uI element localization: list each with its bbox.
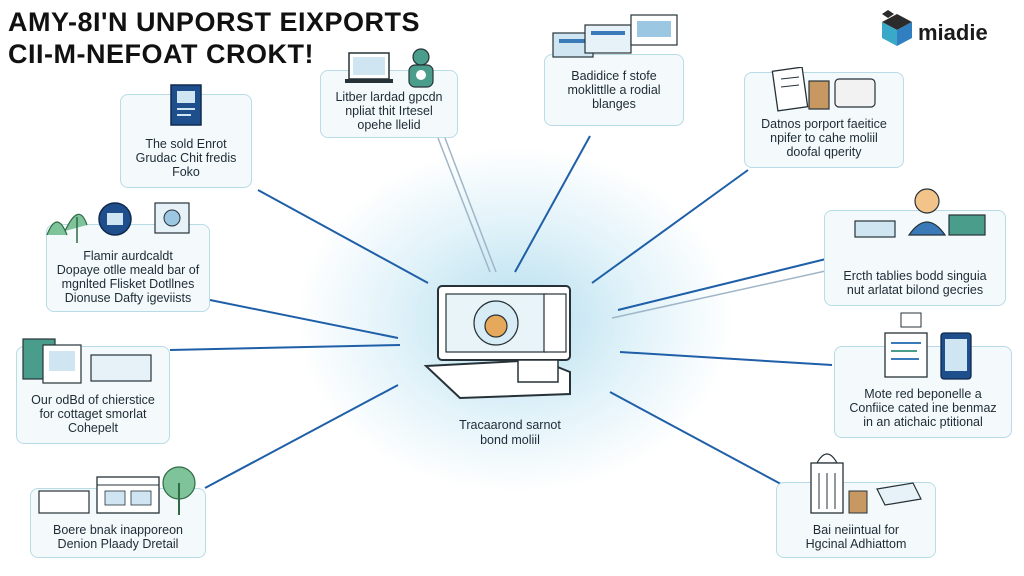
node-label-line: Cohepelt (67, 421, 119, 435)
connector-n2-a (437, 137, 491, 273)
laptop-robot-icon (345, 48, 434, 88)
connector-n3 (514, 135, 591, 273)
node-box: Our odBd of chierstice for cottaget smor… (16, 338, 170, 444)
brand-logo: miadie (878, 8, 1018, 52)
plant-gear-icon (46, 202, 190, 243)
connector-n5 (209, 299, 399, 339)
node-label-line: Dopaye otlle meald bar of (56, 263, 200, 277)
connector-n2-b (444, 137, 497, 273)
node-box: Mote red beponelle a Confiice cated ine … (834, 312, 1012, 438)
logo-cube-icon (882, 10, 912, 46)
node-label-line: npifer to cahe moliil (770, 131, 878, 145)
node-label-line: Ercth tablies bodd singuia (843, 269, 987, 283)
connector-n7 (169, 344, 401, 351)
building-tree-icon (38, 466, 196, 515)
node-label-line: Badidice f stofe (571, 69, 657, 83)
node-box: Badidice f stofe moklittlle a rodial bla… (544, 14, 684, 126)
center-caption-line: bond moliil (480, 433, 540, 447)
node-box: Datnos porport faeitice npifer to cahe m… (744, 67, 904, 168)
node-label-line: nut arlatat bilond gecries (846, 283, 984, 297)
connector-n6-b (611, 269, 831, 319)
node-label-line: Mote red beponelle a (864, 387, 982, 401)
node-label-line: npliat thit Irtesel (345, 104, 433, 118)
node-label-line: Denion Plaady Dretail (57, 537, 179, 551)
node-label-line: Bai neiintual for (812, 523, 900, 537)
cards-icon (552, 14, 678, 58)
node-box: Bai neiintual for Hgcinal Adhiattom (776, 453, 936, 558)
node-label-line: Boere bnak inapporeon (53, 523, 183, 537)
connector-n4 (591, 169, 749, 284)
node-label-line: Litber lardad gpcdn (335, 90, 443, 104)
center-caption: Tracaarond sarnot bond moliil (420, 418, 600, 448)
node-box: Litber lardad gpcdn npliat thit Irtesel … (320, 48, 458, 138)
node-label-line: in an atichaic ptitional (863, 415, 983, 429)
connector-n10 (609, 391, 793, 491)
node-label-line: blanges (592, 97, 636, 111)
center-computer-icon (423, 285, 571, 400)
connector-n6 (617, 257, 831, 311)
node-box: The sold Enrot Grudac Chit fredis Foko (120, 84, 252, 188)
node-label-line: Confiice cated ine benmaz (849, 401, 997, 415)
phone-screen-icon (884, 312, 972, 380)
node-box: Ercth tablies bodd singuia nut arlatat b… (824, 188, 1006, 306)
node-label-line: Our odBd of chierstice (31, 393, 155, 407)
node-label-line: for cottaget smorlat (39, 407, 147, 421)
node-label-line: Grudac Chit fredis (135, 151, 237, 165)
title-line-1: AMY-8I'N UNPORST EIXPORTS (8, 7, 420, 37)
node-label-line: Foko (172, 165, 200, 179)
node-label-line: opehe llelid (357, 118, 421, 132)
title-line-2: CII-M-NEFOAT CROKT! (8, 39, 314, 69)
node-box: Flamir aurdcaldt Dopaye otlle meald bar … (46, 202, 210, 312)
node-label-line: mgnlted Flisket Dotllnes (61, 277, 195, 291)
node-label-line: Flamir aurdcaldt (83, 249, 173, 263)
document-icon (771, 67, 876, 112)
center-caption-line: Tracaarond sarnot (459, 418, 561, 432)
connector-n8 (619, 351, 833, 366)
node-label-line: Datnos porport faeitice (761, 117, 887, 131)
logo-text: miadie (918, 20, 988, 45)
node-box: Boere bnak inapporeon Denion Plaady Dret… (30, 466, 206, 558)
files-icon (22, 338, 152, 384)
node-label-line: The sold Enrot (145, 137, 227, 151)
book-icon (170, 84, 202, 126)
connector-n9 (204, 384, 399, 489)
person-laptop-icon (854, 188, 986, 238)
capitol-icon (810, 453, 922, 514)
page-title: AMY-8I'N UNPORST EIXPORTS CII-M-NEFOAT C… (8, 6, 420, 70)
node-label-line: Dionuse Dafty igeviists (64, 291, 192, 305)
node-label-line: moklittlle a rodial (567, 83, 661, 97)
connector-n1 (257, 189, 429, 284)
node-label-line: doofal qperity (786, 145, 862, 159)
node-label-line: Hgcinal Adhiattom (805, 537, 907, 551)
